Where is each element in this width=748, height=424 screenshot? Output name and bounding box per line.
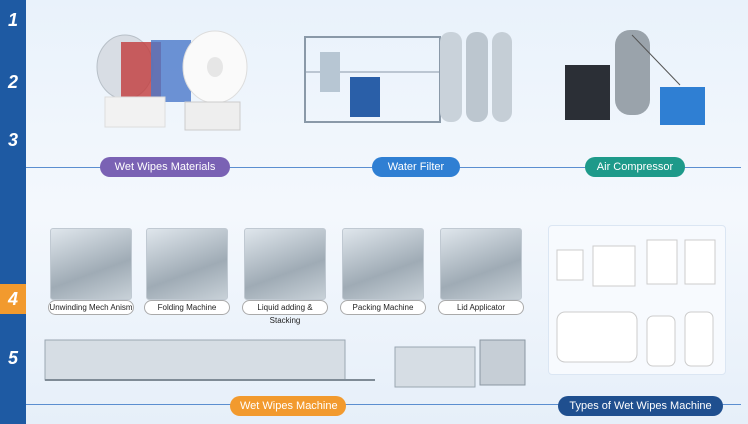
water-filter-label: Water Filter bbox=[372, 157, 460, 177]
step-5: 5 bbox=[7, 348, 18, 368]
wet-wipes-machine-line bbox=[44, 339, 526, 388]
caption-unwinding: Unwinding Mech Anism bbox=[48, 300, 134, 315]
step-4: 4 bbox=[0, 284, 26, 314]
left-step-rail bbox=[0, 0, 26, 424]
wipe-types-panel bbox=[548, 225, 726, 375]
types-label: Types of Wet Wipes Machine bbox=[558, 396, 723, 416]
process-thumb-folding bbox=[146, 228, 228, 300]
process-thumb-packing bbox=[342, 228, 424, 300]
caption-liquid: Liquid adding & Stacking bbox=[242, 300, 328, 325]
caption-lid: Lid Applicator bbox=[438, 300, 524, 315]
materials-label: Wet Wipes Materials bbox=[100, 157, 230, 177]
caption-folding: Folding Machine bbox=[144, 300, 230, 315]
air-compressor-label: Air Compressor bbox=[585, 157, 685, 177]
step-3: 3 bbox=[7, 130, 18, 150]
step-1: 1 bbox=[7, 10, 18, 30]
process-thumb-liquid bbox=[244, 228, 326, 300]
step-2: 2 bbox=[7, 72, 18, 92]
materials-image bbox=[96, 30, 248, 131]
process-thumb-lid bbox=[440, 228, 522, 300]
process-thumb-unwinding bbox=[50, 228, 132, 300]
air-compressor-image bbox=[565, 30, 705, 125]
water-filter-image bbox=[304, 32, 512, 123]
caption-packing: Packing Machine bbox=[340, 300, 426, 315]
wet-wipes-machine-label: Wet Wipes Machine bbox=[230, 396, 346, 416]
row2-divider bbox=[26, 404, 741, 405]
